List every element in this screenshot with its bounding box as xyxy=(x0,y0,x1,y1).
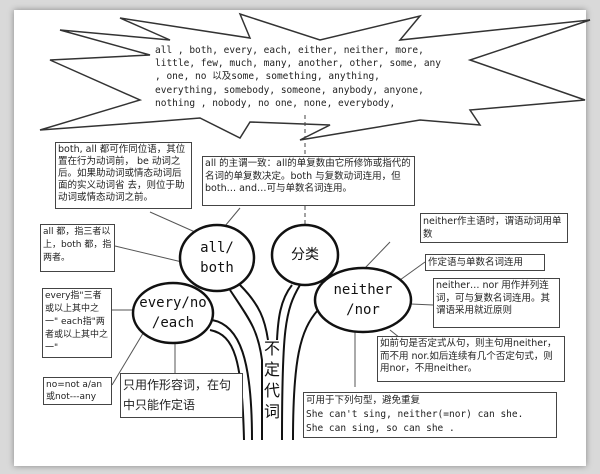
node-neither-nor xyxy=(313,266,413,334)
starburst xyxy=(39,12,591,141)
label-category: 分类 xyxy=(291,247,319,263)
note-no-not: no=not a/an 或not---any xyxy=(43,377,112,405)
node-all-both xyxy=(178,223,256,293)
word-line: everything, somebody, someone, anybody, … xyxy=(155,84,424,96)
word-line: , one, no 以及some, something, anything, xyxy=(155,71,380,83)
note-agreement: all 的主谓一致：all的单复数由它所修饰或指代的名词的单复数决定。both … xyxy=(202,156,415,206)
note-negative-clause: 如前句是否定式从句，则主句用neither，而不用 nor.如后连续有几个否定句… xyxy=(377,336,565,382)
node-category xyxy=(270,223,340,287)
note-neither-nor-conjunction: neither… nor 用作并列连词，可与复数名词连用。其谓语采用就近原则 xyxy=(433,278,560,328)
word-line: little, few, much, many, another, other,… xyxy=(155,58,441,70)
label-neither-nor: neither/nor xyxy=(333,282,393,318)
node-every-each xyxy=(131,281,215,345)
center-label: 不定代词 xyxy=(264,339,281,421)
label-every-each: every/no/each xyxy=(139,295,207,331)
word-line: nothing , nobody, no one, none, everybod… xyxy=(155,97,396,109)
pattern-line: 可用于下列句型，避免重复 xyxy=(306,395,421,406)
pattern-line: She can't sing, neither(=nor) can she. xyxy=(306,409,524,420)
pattern-line: She can sing, so can she . xyxy=(306,423,455,434)
note-appositive: both, all 都可作同位语，其位置在行为动词前， be 动词之后。如果助动… xyxy=(55,142,192,209)
note-patterns: 可用于下列句型，避免重复 She can't sing, neither(=no… xyxy=(303,392,557,438)
note-neither-subject: neither作主语时，谓语动词用单数 xyxy=(420,213,568,243)
note-adjective-only: 只用作形容词，在句中只能作定语 xyxy=(120,373,243,418)
indefinite-pronoun-list: all , both, every, each, either, neither… xyxy=(155,44,441,110)
label-all-both: all/both xyxy=(200,240,234,276)
word-line: all , both, every, each, either, neither… xyxy=(155,45,424,56)
note-attributive: 作定语与单数名词连用 xyxy=(425,254,545,271)
note-all-both-meaning: all 都，指三者以上，both 都，指两者。 xyxy=(40,224,115,272)
note-every-each: every指"三者或以上其中之一" each指"两者或以上其中之一" xyxy=(42,288,112,358)
